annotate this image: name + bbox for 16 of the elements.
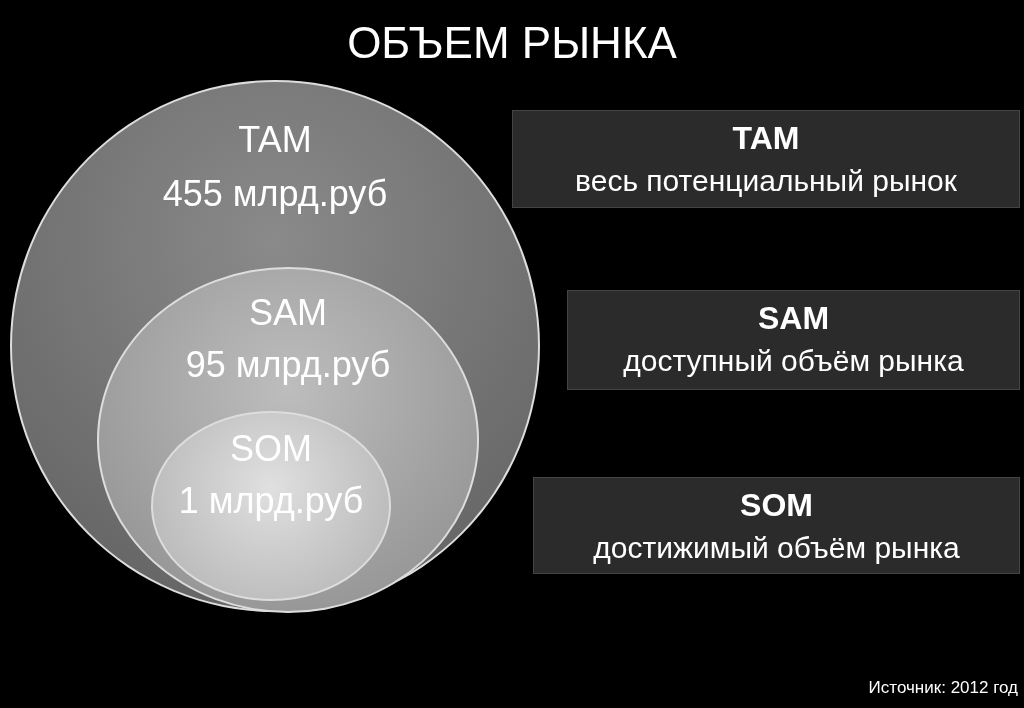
segment-description: весь потенциальный рынок	[574, 163, 958, 199]
segment-name: SOM	[739, 486, 814, 524]
segment-name: TAM	[237, 120, 313, 160]
title: ОБЪЕМ РЫНКА	[346, 18, 678, 68]
segment-description: доступный объём рынка	[622, 343, 965, 379]
segment-name: TAM	[731, 119, 801, 157]
source-note: Источник: 2012 год	[868, 678, 1018, 698]
info-box	[533, 477, 1020, 574]
segment-name: SAM	[756, 299, 831, 337]
segment-name: SAM	[248, 293, 328, 333]
market-value: 455 млрд.руб	[161, 174, 389, 214]
market-value: 95 млрд.руб	[184, 345, 392, 385]
info-box	[567, 290, 1020, 390]
market-value: 1 млрд.руб	[177, 481, 365, 521]
info-box	[512, 110, 1020, 208]
segment-description: достижимый объём рынка	[592, 530, 961, 566]
